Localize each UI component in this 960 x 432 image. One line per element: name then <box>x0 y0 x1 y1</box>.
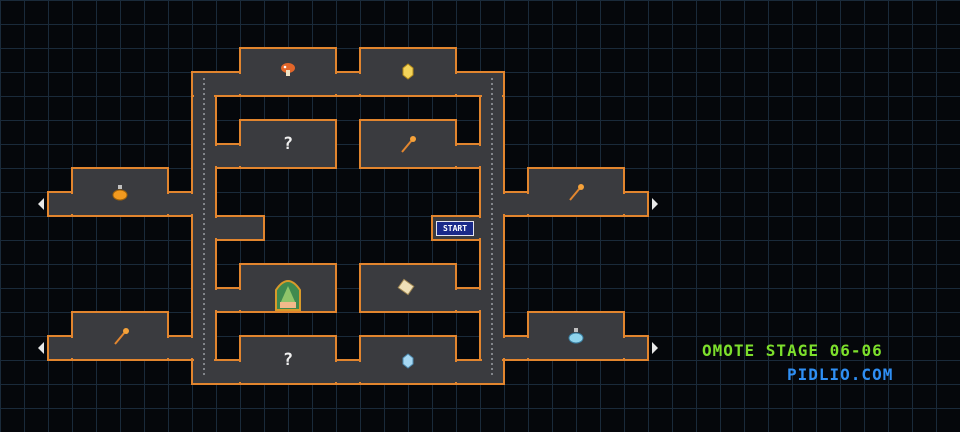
left-arrow-icon[interactable] <box>38 342 44 354</box>
wand-icon[interactable] <box>401 136 416 153</box>
wand-icon[interactable] <box>569 184 584 201</box>
orange-potion-icon[interactable] <box>112 185 128 201</box>
blue-gem-icon[interactable] <box>402 353 414 369</box>
arched-door-icon[interactable] <box>275 280 301 311</box>
yellow-gem-icon[interactable] <box>402 63 414 80</box>
scroll-icon[interactable] <box>397 278 415 296</box>
blue-potion-icon[interactable] <box>568 328 584 344</box>
stage-title: OMOTE STAGE 06-06 <box>702 341 883 360</box>
question-mark-icon[interactable]: ? <box>282 134 294 154</box>
right-arrow-icon[interactable] <box>652 342 658 354</box>
site-link[interactable]: PIDLIO.COM <box>787 365 894 384</box>
mushroom-icon[interactable] <box>281 63 295 76</box>
right-arrow-icon[interactable] <box>652 198 658 210</box>
wand-icon[interactable] <box>114 328 129 345</box>
question-mark-icon[interactable]: ? <box>282 350 294 370</box>
start-marker: START <box>436 221 474 236</box>
left-arrow-icon[interactable] <box>38 198 44 210</box>
